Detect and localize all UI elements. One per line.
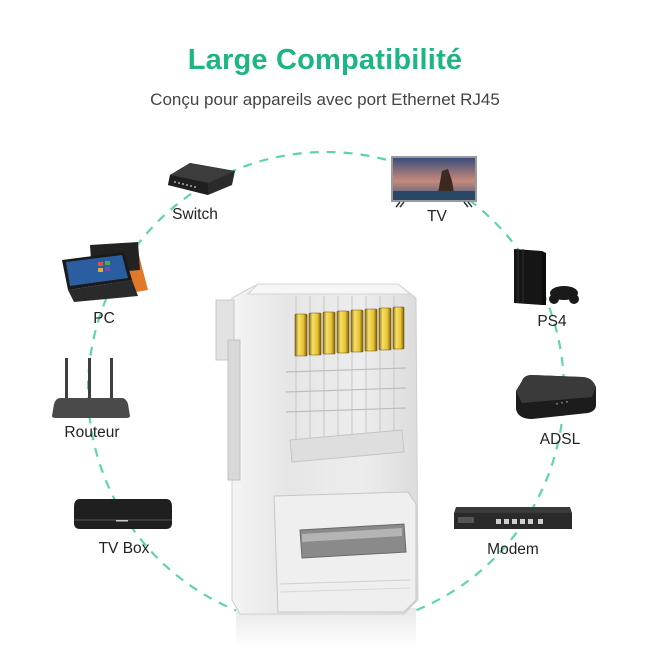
tv-icon [391, 156, 477, 208]
device-label-tv: TV [427, 208, 447, 225]
router-icon [52, 358, 130, 418]
switch-device [160, 155, 240, 200]
ps4-icon [514, 249, 579, 305]
tv-device [390, 155, 478, 210]
rack-modem-icon [454, 507, 572, 529]
adsl-device [512, 373, 598, 423]
modem-device [450, 505, 575, 533]
device-label-router: Routeur [64, 424, 120, 441]
device-label-switch: Switch [172, 206, 218, 223]
page-subtitle: Conçu pour appareils avec port Ethernet … [150, 90, 500, 109]
adsl-modem-icon [516, 375, 596, 419]
gold-pins [294, 306, 405, 357]
device-label-pc: PC [93, 310, 115, 327]
switch-icon [168, 163, 235, 195]
laptop-icon [62, 242, 148, 302]
device-label-tvbox: TV Box [98, 540, 150, 557]
router-device [50, 358, 132, 420]
device-label-ps4: PS4 [537, 313, 567, 330]
tv-box-icon [74, 499, 172, 529]
device-label-adsl: ADSL [539, 431, 581, 448]
device-label-modem: Modem [487, 541, 539, 558]
page-title: Large Compatibilité [187, 44, 463, 76]
tvbox-device [72, 497, 174, 533]
pc-device [58, 240, 153, 305]
ps4-device [512, 245, 582, 307]
